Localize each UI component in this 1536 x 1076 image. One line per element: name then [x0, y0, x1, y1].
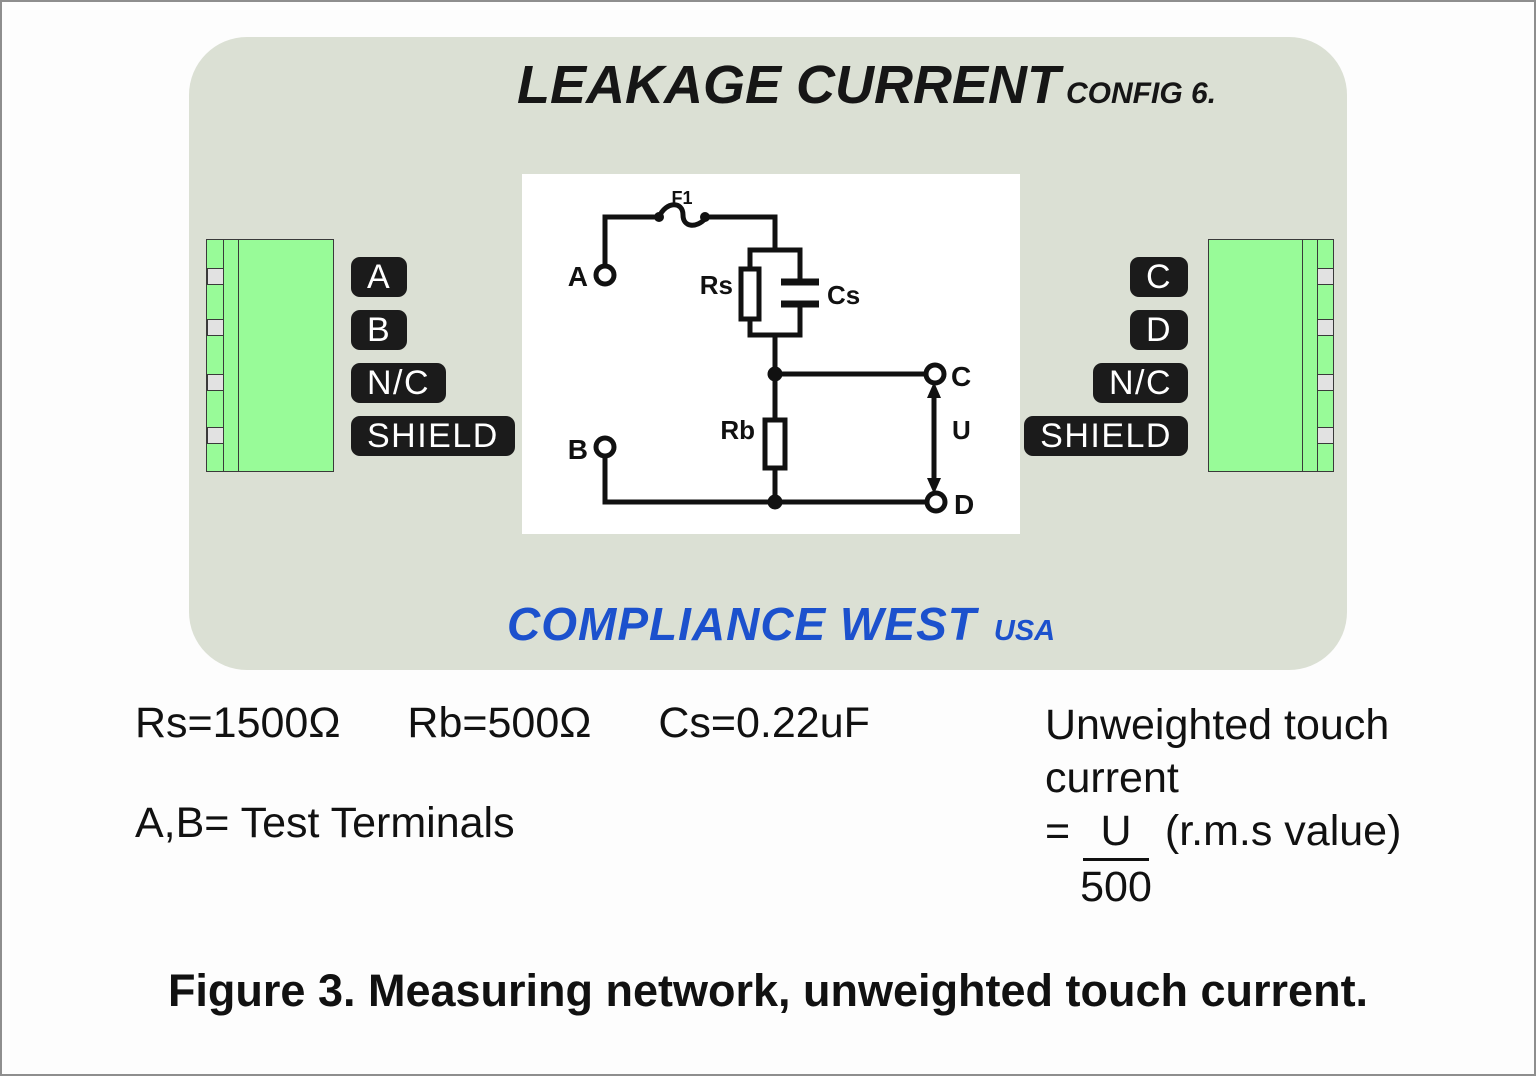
- parallel-loop-right-bottom: [747, 304, 803, 338]
- rs-value: Rs=1500Ω: [135, 699, 341, 747]
- page-title: LEAKAGE CURRENT CONFIG 6.: [517, 54, 1216, 116]
- fuse-label: F1: [671, 188, 692, 208]
- terminal-a-label: A: [568, 261, 588, 292]
- circuit-diagram: F1 A B C D Rs Cs Rb U: [522, 174, 1020, 534]
- brand-region: USA: [993, 615, 1056, 647]
- rs-label: Rs: [700, 270, 733, 300]
- badge-nc-right: N/C: [1092, 363, 1188, 403]
- badge-nc-left: N/C: [351, 363, 447, 403]
- badge-shield-right: SHIELD: [1024, 416, 1188, 456]
- rb-label: Rb: [720, 415, 755, 445]
- badge-b: B: [351, 310, 408, 350]
- pin-square: [207, 427, 224, 444]
- terminal-d-label: D: [954, 489, 974, 520]
- pin-square: [1317, 374, 1334, 391]
- junction-lower: [767, 494, 783, 510]
- formula-line1: Unweighted touch: [1045, 701, 1390, 749]
- wire-fuse-to-network: [704, 214, 778, 253]
- wire-b-to-d: [602, 453, 930, 505]
- cs-value: Cs=0.22uF: [658, 699, 870, 747]
- pin-square: [1317, 268, 1334, 285]
- terminal-block-left: [206, 239, 334, 472]
- formula-equation: = U 500 (r.m.s value): [1045, 805, 1401, 914]
- terminal-b-circle: [593, 435, 617, 459]
- terminal-c-label: C: [951, 361, 971, 392]
- wire-a-to-fuse: [602, 214, 660, 269]
- voltage-label: U: [952, 415, 971, 445]
- figure-caption: Figure 3. Measuring network, unweighted …: [167, 965, 1369, 1016]
- title-config-text: CONFIG 6.: [1066, 77, 1217, 110]
- cs-label: Cs: [827, 280, 860, 310]
- resistor-rs: [738, 266, 762, 322]
- terminal-c-circle: [923, 362, 947, 386]
- formula-line2: current: [1045, 754, 1179, 802]
- pin-square: [1317, 427, 1334, 444]
- badge-shield-left: SHIELD: [351, 416, 515, 456]
- arrowhead-up: [927, 382, 941, 398]
- capacitor-cs: [781, 278, 819, 308]
- terminal-d-circle: [924, 490, 948, 514]
- resistor-rb: [762, 417, 788, 471]
- circuit-svg: F1 A B C D Rs Cs Rb U: [568, 188, 974, 520]
- terminal-labels-left: A B N/C SHIELD: [351, 257, 515, 469]
- fuse-node-left: [654, 212, 664, 222]
- badge-c: C: [1129, 257, 1188, 297]
- terminal-a-circle: [593, 263, 617, 287]
- terminal-block-right: [1208, 239, 1334, 472]
- brand-logo: COMPLIANCE WEST USA: [507, 597, 1055, 651]
- touch-current-formula: Unweighted touch current = U 500 (r.m.s …: [1045, 699, 1401, 914]
- pin-square: [207, 319, 224, 336]
- fuse-node-right: [700, 212, 710, 222]
- test-terminals-note: A,B= Test Terminals: [135, 799, 515, 847]
- rms-note: (r.m.s value): [1164, 807, 1402, 855]
- pin-square: [207, 374, 224, 391]
- fraction-denominator: 500: [1080, 863, 1152, 911]
- title-text: LEAKAGE CURRENT: [517, 55, 1061, 115]
- badge-d: D: [1129, 310, 1188, 350]
- brand-name: COMPLIANCE WEST: [507, 598, 977, 650]
- fraction-numerator: U: [1083, 805, 1149, 861]
- badge-a: A: [351, 257, 408, 297]
- junction-upper: [767, 366, 783, 382]
- pin-square: [1317, 319, 1334, 336]
- divider: [238, 240, 239, 471]
- divider: [223, 240, 224, 471]
- terminal-b-label: B: [568, 434, 588, 465]
- arrowhead-down: [927, 478, 941, 494]
- divider: [1302, 240, 1303, 471]
- pin-square: [207, 268, 224, 285]
- fuse-symbol: [655, 202, 710, 228]
- terminal-labels-right: C D N/C SHIELD: [1024, 257, 1188, 469]
- fraction: U 500: [1080, 805, 1152, 914]
- rb-value: Rb=500Ω: [407, 699, 592, 747]
- equals-sign: =: [1045, 807, 1071, 855]
- component-values: Rs=1500Ω Rb=500Ω Cs=0.22uF: [135, 699, 925, 748]
- divider: [1317, 240, 1318, 471]
